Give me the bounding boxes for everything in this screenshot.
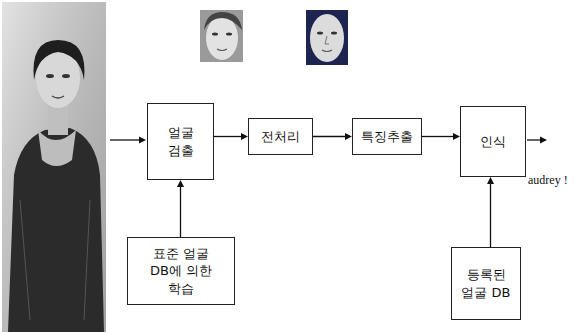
photo-hair: [34, 40, 85, 80]
node-label: 표준 얼굴 DB에 의한 학습: [135, 245, 227, 298]
thumbnail-eye: [212, 33, 218, 36]
process-box: 특징추출: [352, 118, 422, 155]
node-label: 얼굴 검출: [166, 124, 196, 159]
node-text-group: 표준 얼굴 DB에 의한 학습: [135, 245, 227, 298]
arrow-head: [487, 177, 494, 184]
input-arrow: [110, 137, 146, 144]
photo-ground: [2, 2, 106, 332]
database-box: 표준 얼굴 DB에 의한 학습: [127, 237, 235, 305]
thumbnail-mouth: [217, 49, 227, 51]
thumbnail-nose: [325, 36, 329, 44]
photo-eye: [46, 74, 54, 78]
process-box: 얼굴 검출: [147, 103, 214, 180]
arrow-head: [453, 133, 460, 140]
arrow-line: [214, 136, 242, 137]
arrow-line: [527, 139, 541, 140]
arrow-line: [180, 186, 181, 237]
arrow-line: [490, 183, 491, 247]
arrow-line: [422, 136, 454, 137]
output-arrow: [527, 137, 547, 144]
thumbnail-face: [206, 16, 238, 60]
arrow-head: [345, 133, 352, 140]
portrait-photo: [2, 2, 106, 332]
node-label: 특징추출: [361, 128, 413, 146]
arrow-head: [139, 137, 146, 144]
flow-arrow: [487, 177, 494, 247]
thumbnail-eye: [331, 32, 337, 35]
photo-body: [8, 128, 104, 332]
node-text-group: 등록된 얼굴 DB: [460, 266, 512, 301]
arrow-line: [110, 139, 140, 140]
normalized-face-thumbnail: [306, 10, 348, 65]
process-box: 전처리: [248, 118, 313, 155]
face-thumbnail: [200, 10, 243, 62]
process-box: 인식: [460, 106, 526, 177]
node-text-group: 특징추출: [361, 128, 413, 146]
output-label: audrey !: [528, 173, 568, 188]
flow-arrow: [177, 180, 184, 237]
thumbnail-hair: [204, 12, 242, 30]
thumbnail-ground: [306, 10, 348, 65]
photo-shade: [2, 2, 106, 332]
thumbnail-face: [310, 14, 344, 62]
arrow-line: [313, 136, 346, 137]
flow-arrow: [214, 133, 248, 140]
node-label: 인식: [480, 133, 506, 151]
thumbnail-eye: [317, 32, 323, 35]
node-text-group: 전처리: [261, 128, 300, 146]
photo-mouth: [52, 96, 64, 98]
thumbnail-ground: [200, 10, 243, 62]
node-text-group: 얼굴 검출: [166, 124, 196, 159]
flow-arrow: [422, 133, 460, 140]
flow-arrow: [313, 133, 352, 140]
node-label: 전처리: [261, 128, 300, 146]
thumbnail-eye: [226, 33, 232, 36]
photo-neck: [38, 130, 76, 166]
arrow-head: [241, 133, 248, 140]
node-label: 등록된 얼굴 DB: [460, 266, 512, 301]
arrow-head: [177, 180, 184, 187]
thumbnail-mouth: [322, 50, 332, 52]
photo-eye: [62, 74, 70, 78]
arrow-head: [540, 137, 547, 144]
database-box: 등록된 얼굴 DB: [451, 247, 521, 320]
photo-arms: [20, 200, 90, 320]
node-text-group: 인식: [480, 133, 506, 151]
